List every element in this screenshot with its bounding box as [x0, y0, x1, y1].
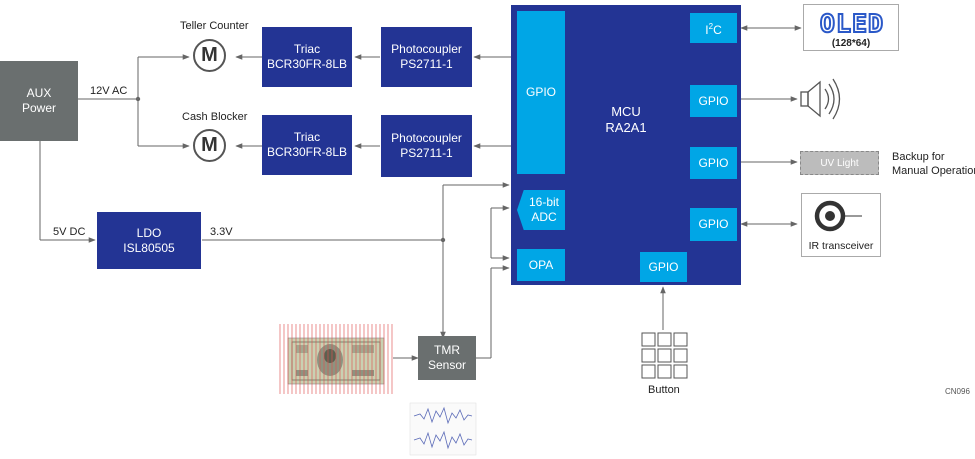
aux-power-label-2: Power: [21, 101, 56, 115]
photo-bottom-label-2: PS2711-1: [400, 146, 453, 160]
ldo-label-1: LDO: [136, 225, 162, 240]
oled-resolution: (128*64): [831, 38, 871, 49]
ldo-block: LDO ISL80505: [97, 212, 201, 269]
mcu-title: MCU RA2A1: [511, 104, 741, 136]
photocoupler-block-top: Photocoupler PS2711-1: [381, 27, 472, 87]
aux-power-label-1: AUX: [26, 86, 52, 100]
triac-bottom-label-2: BCR30FR-8LB: [266, 145, 348, 159]
tmr-label-1: TMR: [434, 343, 460, 357]
adc-label-1: 16-bit: [528, 195, 560, 209]
label-5v-dc: 5V DC: [53, 226, 86, 238]
button-label: Button: [648, 384, 680, 396]
triac-block-bottom: Triac BCR30FR-8LB: [262, 115, 352, 175]
triac-top-label-2: BCR30FR-8LB: [266, 57, 348, 71]
cash-motor-glyph: M: [201, 134, 218, 156]
cash-blocker-label: Cash Blocker: [182, 111, 248, 123]
ldo-label-2: ISL80505: [123, 240, 175, 255]
gpio-port-uv: GPIO: [690, 147, 737, 179]
diagram-code: CN096: [945, 387, 970, 396]
uv-light-label: UV Light: [820, 157, 859, 169]
label-12v-ac: 12V AC: [90, 85, 128, 97]
gpio-port-large: GPIO: [517, 11, 565, 174]
ir-transceiver-label: IR transceiver: [808, 240, 874, 252]
ir-transceiver-icon: [814, 200, 862, 232]
teller-motor-glyph: M: [201, 44, 218, 66]
gpio-button-label: GPIO: [648, 259, 679, 274]
mcu-block: MCU RA2A1 GPIO I2C GPIO GPIO GPIO GPIO 1…: [511, 5, 741, 285]
triac-top-label-1: Triac: [293, 42, 321, 56]
teller-counter-label: Teller Counter: [180, 20, 249, 32]
adc-port: 16-bit ADC: [517, 190, 565, 230]
opa-label: OPA: [528, 257, 554, 272]
photocoupler-block-bottom: Photocoupler PS2711-1: [381, 115, 472, 177]
gpio-uv-label: GPIO: [698, 155, 729, 170]
ir-transceiver-block: IR transceiver: [801, 193, 881, 257]
triac-block-top: Triac BCR30FR-8LB: [262, 27, 352, 87]
backup-note-2: Manual Operation: [892, 165, 975, 177]
mcu-label-2: RA2A1: [605, 120, 647, 135]
gpio-port-button: GPIO: [640, 252, 687, 282]
tmr-sensor-block: TMR Sensor: [418, 336, 476, 380]
cash-motor-icon: M: [193, 129, 226, 162]
teller-motor-icon: M: [193, 39, 226, 72]
label-3v3: 3.3V: [210, 226, 233, 238]
tmr-label-2: Sensor: [427, 358, 467, 372]
uv-light-block: UV Light: [800, 151, 879, 175]
gpio-large-label: GPIO: [525, 85, 556, 99]
aux-power-block: AUX Power: [0, 61, 78, 141]
backup-note-1: Backup for: [892, 151, 945, 163]
backup-note: Backup for Manual Operation: [892, 150, 975, 178]
gpio-port-ir: GPIO: [690, 208, 737, 241]
i2c-port: I2C: [690, 13, 737, 43]
oled-text: OLED: [819, 8, 885, 39]
photo-top-label-2: PS2711-1: [400, 57, 453, 71]
photo-bottom-label-1: Photocoupler: [391, 131, 462, 145]
triac-bottom-label-1: Triac: [293, 130, 321, 144]
gpio-ir-label: GPIO: [698, 217, 729, 231]
keypad-icon: [641, 332, 689, 380]
opa-port: OPA: [517, 249, 565, 281]
adc-label-2: ADC: [531, 210, 557, 224]
mcu-label-1: MCU: [611, 104, 641, 119]
gpio-port-speaker: GPIO: [690, 85, 737, 117]
photo-top-label-1: Photocoupler: [391, 42, 462, 56]
gpio-speaker-label: GPIO: [698, 93, 729, 108]
i2c-label: I2C: [705, 21, 722, 37]
oled-display: OLED (128*64): [803, 4, 899, 51]
